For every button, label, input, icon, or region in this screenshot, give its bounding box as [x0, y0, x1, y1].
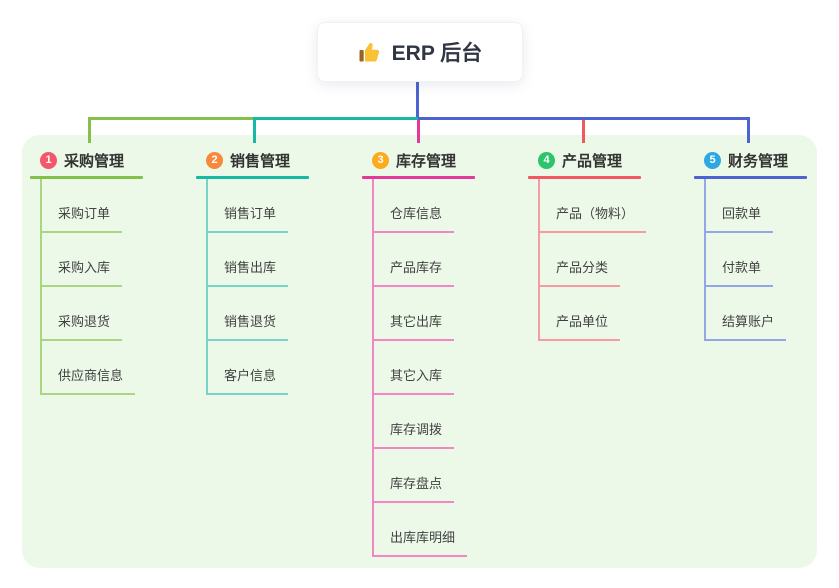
thumbs-up-icon: [358, 40, 382, 64]
branch-label: 库存管理: [396, 153, 457, 170]
connector-drop-5: [747, 117, 750, 143]
child-node[interactable]: 供应商信息: [40, 365, 136, 395]
connector-drop-2: [253, 120, 256, 143]
child-row: 库存盘点: [372, 449, 528, 503]
branch-children: 产品（物料） 产品分类产品单位: [538, 179, 694, 341]
child-node[interactable]: 其它入库: [372, 365, 455, 395]
branch-trunk-line: [372, 179, 374, 557]
child-row: 客户信息: [206, 341, 362, 395]
child-row: 付款单: [704, 233, 839, 287]
child-row: 库存调拨: [372, 395, 528, 449]
child-node[interactable]: 采购订单: [40, 203, 123, 233]
branch-number-badge: 1: [40, 152, 57, 169]
child-node[interactable]: 库存调拨: [372, 419, 455, 449]
branch-title-1[interactable]: 1 采购管理: [30, 148, 196, 173]
child-row: 其它入库: [372, 341, 528, 395]
branch-trunk-line: [40, 179, 42, 395]
child-node[interactable]: 库存盘点: [372, 473, 455, 503]
branch-number-badge: 3: [372, 152, 389, 169]
branch-1: 1 采购管理采购订单采购入库采购退货供应商信息: [30, 148, 196, 395]
child-node[interactable]: 出库库明细: [372, 527, 468, 557]
child-node[interactable]: 采购入库: [40, 257, 123, 287]
connector-drop-1: [88, 117, 91, 143]
branch-children: 回款单付款单结算账户: [704, 179, 839, 341]
child-row: 销售退货: [206, 287, 362, 341]
connector-root-stem: [416, 82, 419, 120]
child-node[interactable]: 销售出库: [206, 257, 289, 287]
branch-children: 采购订单采购入库采购退货供应商信息: [40, 179, 196, 395]
branch-underline: [528, 176, 641, 179]
child-node[interactable]: 产品库存: [372, 257, 455, 287]
child-row: 采购入库: [40, 233, 196, 287]
branch-underline: [694, 176, 807, 179]
child-row: 仓库信息: [372, 179, 528, 233]
child-node[interactable]: 产品单位: [538, 311, 621, 341]
connector-drop-4: [582, 120, 585, 143]
branch-label: 财务管理: [728, 153, 789, 170]
child-row: 结算账户: [704, 287, 839, 341]
child-node[interactable]: 仓库信息: [372, 203, 455, 233]
child-node[interactable]: 客户信息: [206, 365, 289, 395]
child-node[interactable]: 产品（物料）: [538, 203, 647, 233]
branch-number-badge: 5: [704, 152, 721, 169]
branch-trunk-line: [206, 179, 208, 395]
branch-title-2[interactable]: 2 销售管理: [196, 148, 362, 173]
child-row: 出库库明细: [372, 503, 528, 557]
child-row: 销售订单: [206, 179, 362, 233]
child-node[interactable]: 其它出库: [372, 311, 455, 341]
child-node[interactable]: 付款单: [704, 257, 774, 287]
branch-label: 销售管理: [230, 153, 291, 170]
child-row: 采购订单: [40, 179, 196, 233]
child-node[interactable]: 回款单: [704, 203, 774, 233]
branch-children: 销售订单销售出库销售退货客户信息: [206, 179, 362, 395]
branches-panel: [22, 135, 817, 568]
branch-children: 仓库信息产品库存其它出库其它入库库存调拨库存盘点出库库明细: [372, 179, 528, 557]
branch-trunk-line: [538, 179, 540, 341]
child-row: 回款单: [704, 179, 839, 233]
child-row: 供应商信息: [40, 341, 196, 395]
connector-drop-3: [417, 120, 420, 143]
branch-title-3[interactable]: 3 库存管理: [362, 148, 528, 173]
branch-label: 采购管理: [64, 153, 125, 170]
child-row: 采购退货: [40, 287, 196, 341]
branch-number-badge: 4: [538, 152, 555, 169]
branch-underline: [30, 176, 143, 179]
root-node[interactable]: ERP 后台: [317, 22, 523, 82]
connector-bus-segment-1: [88, 117, 253, 120]
child-row: 销售出库: [206, 233, 362, 287]
branch-trunk-line: [704, 179, 706, 341]
child-row: 产品分类: [538, 233, 694, 287]
branch-number-badge: 2: [206, 152, 223, 169]
child-row: 其它出库: [372, 287, 528, 341]
child-row: 产品（物料）: [538, 179, 694, 233]
connector-bus-segment-2: [253, 117, 418, 120]
branch-5: 5 财务管理回款单付款单结算账户: [694, 148, 839, 341]
branch-3: 3 库存管理仓库信息产品库存其它出库其它入库库存调拨库存盘点出库库明细: [362, 148, 528, 557]
child-node[interactable]: 结算账户: [704, 311, 787, 341]
child-row: 产品单位: [538, 287, 694, 341]
child-row: 产品库存: [372, 233, 528, 287]
child-node[interactable]: 产品分类: [538, 257, 621, 287]
child-node[interactable]: 销售订单: [206, 203, 289, 233]
child-node[interactable]: 销售退货: [206, 311, 289, 341]
branch-underline: [362, 176, 475, 179]
branch-underline: [196, 176, 309, 179]
branch-2: 2 销售管理销售订单销售出库销售退货客户信息: [196, 148, 362, 395]
branch-title-4[interactable]: 4 产品管理: [528, 148, 694, 173]
branch-4: 4 产品管理产品（物料） 产品分类产品单位: [528, 148, 694, 341]
branch-label: 产品管理: [562, 153, 623, 170]
branch-title-5[interactable]: 5 财务管理: [694, 148, 839, 173]
child-node[interactable]: 采购退货: [40, 311, 123, 341]
root-label: ERP 后台: [391, 42, 483, 65]
connector-bus-segment-3: [418, 117, 750, 120]
